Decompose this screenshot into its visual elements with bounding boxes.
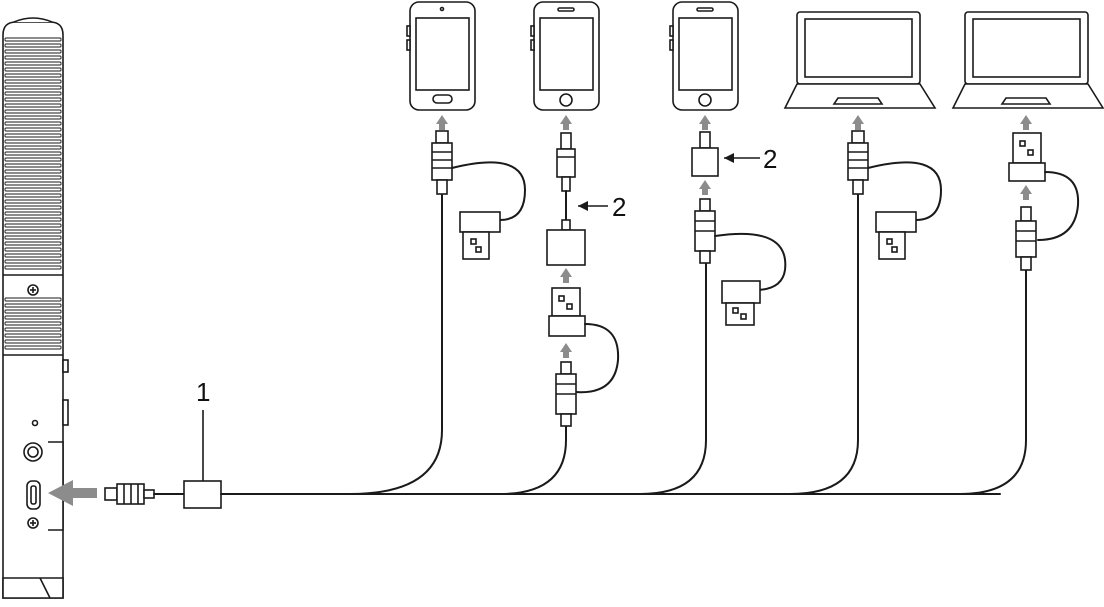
usb-a-plug — [1008, 132, 1046, 182]
grille-slat — [4, 115, 62, 120]
grille-slat — [4, 181, 62, 186]
callout-2b: 2 — [763, 144, 777, 174]
grey-up-arrow-icon — [436, 115, 448, 130]
grille-slat — [4, 91, 62, 96]
adapter-2b — [691, 131, 719, 177]
grille-slat — [4, 303, 62, 308]
usb-c-plug — [555, 361, 577, 427]
grey-up-arrow-icon — [1020, 115, 1032, 130]
grille-slat — [4, 199, 62, 204]
usb-a-plug — [459, 211, 501, 260]
grille-slat — [4, 265, 62, 270]
grille-slat — [4, 133, 62, 138]
callout-2a: 2 — [612, 192, 626, 222]
grille-slat — [4, 151, 62, 156]
screw-icon — [27, 284, 39, 296]
usb-c-plug — [1015, 206, 1037, 271]
grille-slat — [4, 121, 62, 126]
usb-a-plug — [721, 280, 761, 326]
grille-slat — [4, 55, 62, 60]
grey-up-arrow-icon — [699, 180, 711, 195]
grille-slat — [4, 97, 62, 102]
grey-up-arrow-icon — [560, 343, 572, 358]
grille-slat — [4, 79, 62, 84]
grille-slat — [4, 333, 62, 338]
usb-a-plug — [875, 211, 917, 260]
grille-slat — [4, 145, 62, 150]
grille-slat — [4, 43, 62, 48]
grille-slat — [4, 187, 62, 192]
grey-left-arrow-icon — [48, 480, 97, 506]
grille-slat — [4, 235, 62, 240]
grille-slat — [4, 193, 62, 198]
home-button — [698, 93, 712, 107]
phone-3 — [669, 1, 739, 111]
grille-slat — [4, 253, 62, 258]
grille-slat — [4, 223, 62, 228]
grille-slat — [4, 73, 62, 78]
laptop-1 — [783, 11, 937, 109]
grille-slat — [4, 205, 62, 210]
grille-slat — [4, 109, 62, 114]
grille-slat — [4, 37, 62, 42]
grille-slat — [4, 315, 62, 320]
grey-up-arrow-icon — [1020, 185, 1032, 200]
grille-slat — [4, 321, 62, 326]
grille-slat — [4, 85, 62, 90]
grille-slat — [4, 309, 62, 314]
adapter-2a — [546, 219, 586, 266]
grille-slat — [4, 67, 62, 72]
usb-c-port — [26, 480, 41, 510]
phone-2 — [530, 1, 600, 111]
grille-slat — [4, 211, 62, 216]
laptop-2 — [951, 11, 1104, 109]
grille-slat — [4, 345, 62, 350]
phone-1 — [406, 1, 476, 111]
black-left-arrow-icon — [724, 153, 734, 163]
grey-up-arrow-icon — [852, 115, 864, 130]
grille-slat — [4, 217, 62, 222]
grille-slat — [4, 139, 62, 144]
main-cable: 1 — [104, 194, 1027, 509]
grey-up-arrow-icon — [560, 115, 572, 130]
home-button — [432, 94, 453, 104]
grille-slat — [4, 259, 62, 264]
grille-slat — [4, 103, 62, 108]
grille-slat — [4, 163, 62, 168]
usb-c-plug — [694, 198, 716, 264]
recorder-device — [2, 17, 69, 599]
grille-slat — [4, 175, 62, 180]
callout-1: 1 — [196, 377, 210, 407]
lightning-plug — [556, 132, 576, 192]
usb-c-plug — [431, 130, 453, 195]
grille-slat — [4, 127, 62, 132]
grille-slat — [4, 241, 62, 246]
grille-slat — [4, 61, 62, 66]
grey-up-arrow-icon — [560, 268, 572, 283]
usb-a-plug — [548, 287, 586, 337]
grille-slat — [4, 229, 62, 234]
led-indicator — [31, 419, 39, 427]
recorder-grille — [4, 37, 62, 350]
usb-c-plug — [847, 130, 869, 195]
screw-icon — [27, 517, 39, 529]
grille-slat — [4, 247, 62, 252]
grey-up-arrow-icon — [699, 115, 711, 130]
grille-slat — [4, 297, 62, 302]
headphone-jack-icon — [23, 442, 43, 462]
grille-slat — [4, 339, 62, 344]
grille-slat — [4, 157, 62, 162]
splitter-box — [183, 480, 222, 509]
home-button — [559, 93, 573, 107]
grille-slat — [4, 169, 62, 174]
grille-slat — [4, 49, 62, 54]
black-left-arrow-icon — [578, 201, 588, 211]
grille-slat — [4, 327, 62, 332]
